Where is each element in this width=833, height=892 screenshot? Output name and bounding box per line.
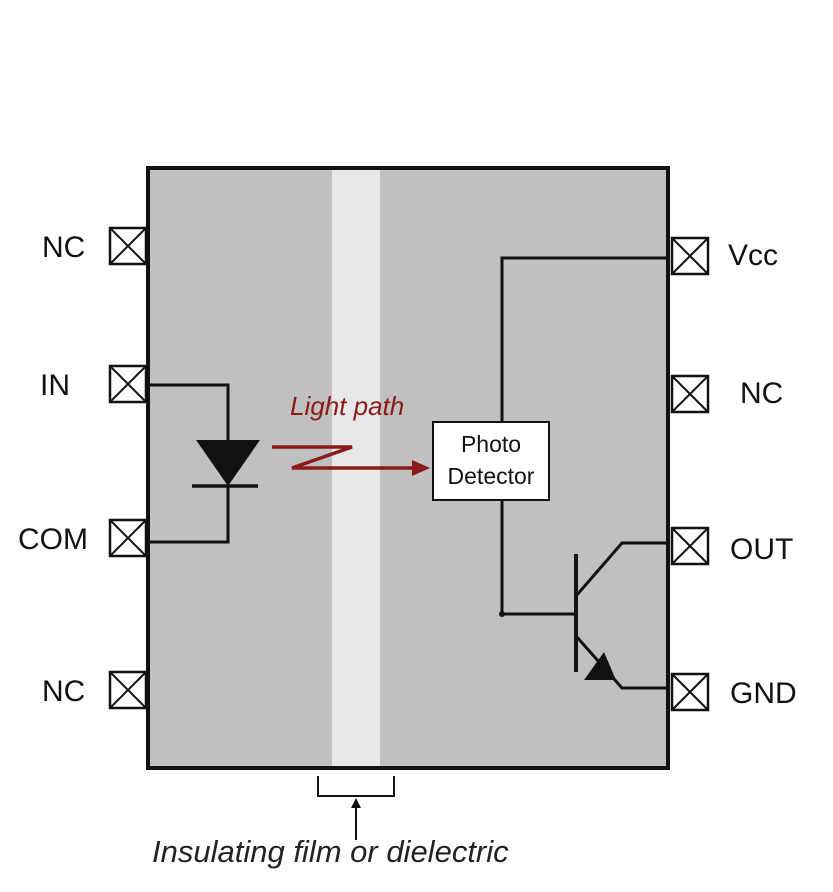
insulator-bracket	[317, 776, 395, 840]
light-path-arrow	[272, 445, 430, 476]
transistor-icon	[574, 554, 616, 680]
pin-label-com: COM	[18, 523, 88, 556]
pin-nc-left-1	[108, 226, 148, 266]
pin-out	[670, 526, 710, 566]
led-wiring	[148, 383, 230, 544]
junction-dot	[499, 611, 505, 617]
pin-vcc	[670, 236, 710, 276]
photo-detector-box	[432, 421, 550, 501]
pin-gnd	[670, 672, 710, 712]
pin-label-vcc: Vcc	[728, 239, 778, 272]
pin-label-nc-left-1: NC	[42, 231, 85, 264]
pin-label-nc-right: NC	[740, 377, 783, 410]
led-diode-icon	[192, 440, 260, 505]
pin-label-in: IN	[40, 369, 70, 402]
pin-nc-right	[670, 374, 710, 414]
pin-label-out: OUT	[730, 533, 793, 566]
photo-detector-label-line2: Detector	[448, 463, 535, 489]
pin-in	[108, 364, 148, 404]
pin-com	[108, 518, 148, 558]
light-path-label: Light path	[290, 391, 404, 421]
pin-label-nc-left-2: NC	[42, 675, 85, 708]
pin-label-gnd: GND	[730, 677, 797, 710]
pin-nc-left-2	[108, 670, 148, 710]
output-wiring	[500, 256, 668, 690]
insulator-caption: Insulating film or dielectric	[152, 834, 509, 869]
photo-detector-label-line1: Photo	[461, 431, 521, 457]
